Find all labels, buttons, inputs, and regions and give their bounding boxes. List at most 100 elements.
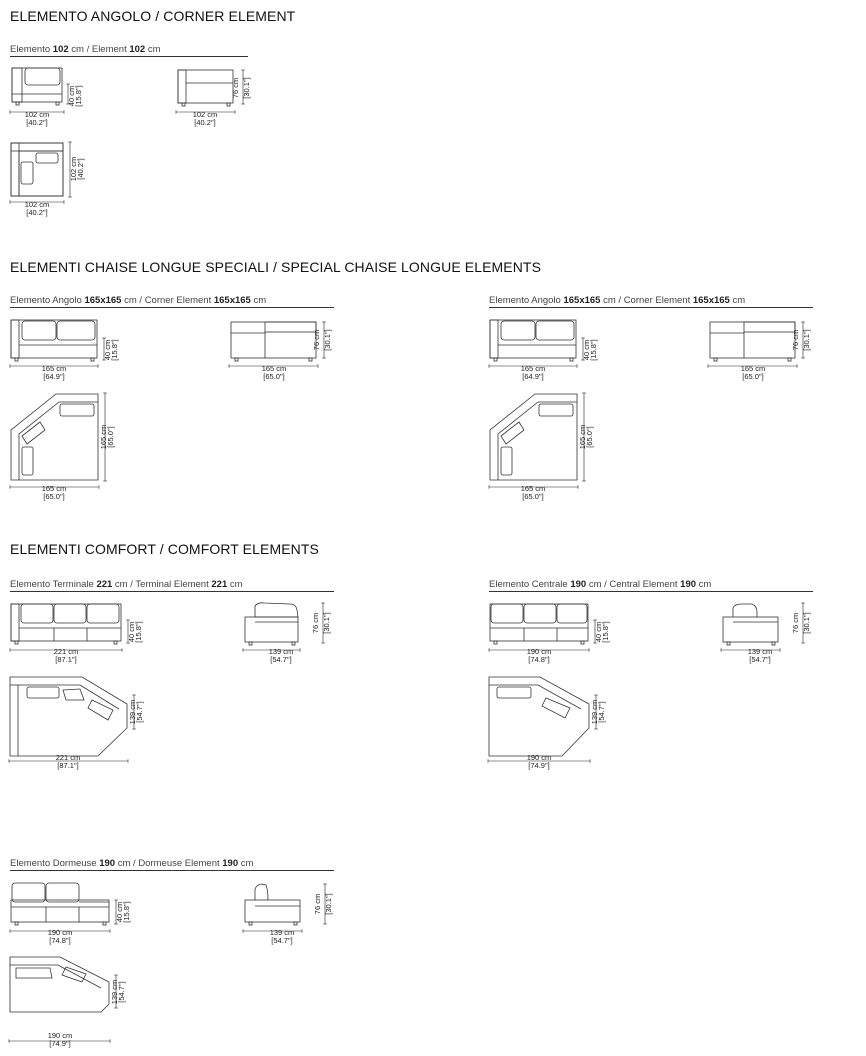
dim-label: 165 cm [42,364,67,373]
dim-label: [30.1"] [324,893,333,914]
corner-front-view [11,67,63,106]
dim-label: [74.8"] [49,936,70,945]
dim-label: 102 cm [25,110,50,119]
dim-label: [40.2"] [194,118,215,127]
dim-label: 76 cm [791,613,800,633]
dim-label: 165 cm [521,364,546,373]
dim-label: [15.8"] [122,901,131,922]
central-side-view [722,603,779,646]
dim-label: [54.7"] [597,701,606,722]
dim-label: 40 cm [103,340,112,360]
caption-chaise-right: Elemento Angolo 165x165 cm / Corner Elem… [489,295,813,308]
dim-label: 165 cm [741,364,766,373]
dim-label: 139 cm [270,928,295,937]
dim-label: 76 cm [311,613,320,633]
dim-label: [74.9"] [49,1039,70,1048]
dim-label: [74.8"] [528,655,549,664]
terminal-side-view [244,602,299,646]
caption-dormeuse-element: Elemento Dormeuse 190 cm / Dormeuse Elem… [10,858,334,871]
dim-label: [15.8"] [134,621,143,642]
dim-label: 139 cm [590,700,599,725]
dim-label: [40.2"] [76,158,85,179]
section-title-corner: ELEMENTO ANGOLO / CORNER ELEMENT [10,8,296,24]
dim-label: [54.7"] [271,936,292,945]
chaise-right-plan-view [489,393,578,481]
dim-label: 76 cm [791,330,800,350]
dim-label: [65.0"] [263,372,284,381]
dim-label: 165 cm [262,364,287,373]
dormeuse-plan-view [9,956,110,1013]
dim-label: 40 cm [594,622,603,642]
dim-label: 102 cm [25,200,50,209]
dim-label: 221 cm [56,753,81,762]
central-plan-view [488,676,590,757]
dim-label: [54.7"] [135,701,144,722]
chaise-left-side-view [230,321,317,362]
dim-label: [30.1"] [242,77,251,98]
dim-label: [15.8"] [601,621,610,642]
dim-label: [40.2"] [26,208,47,217]
terminal-front-view [10,603,122,645]
dim-label: 139 cm [269,647,294,656]
dim-label: 40 cm [582,340,591,360]
dormeuse-front-view [10,882,110,926]
dim-label: 102 cm [193,110,218,119]
dim-label: [15.8"] [110,339,119,360]
dim-label: [30.1"] [802,612,811,633]
corner-plan-view [10,142,64,197]
dim-label: 190 cm [527,753,552,762]
central-front-view [489,603,589,645]
dim-label: 165 cm [578,425,587,450]
dim-label: [65.0"] [43,492,64,501]
dim-label: [30.1"] [322,612,331,633]
dormeuse-side-view [244,883,301,926]
dim-label: [15.8"] [589,339,598,360]
dim-label: [30.1"] [323,329,332,350]
dim-label: [54.7"] [270,655,291,664]
dim-label: 102 cm [69,157,78,182]
dim-label: [54.7"] [749,655,770,664]
dim-label: 40 cm [127,622,136,642]
dim-label: [54.7"] [117,981,126,1002]
chaise-right-side-view [709,321,796,362]
dim-label: [30.1"] [802,329,811,350]
dim-label: 76 cm [231,78,240,98]
dim-label: 40 cm [67,86,76,106]
dim-label: [15.8"] [74,85,83,106]
dim-label: 139 cm [110,980,119,1005]
dim-label: [87.1"] [55,655,76,664]
dim-label: 76 cm [313,894,322,914]
dim-label: 40 cm [115,902,124,922]
terminal-plan-view [9,676,128,757]
dim-label: [64.9"] [43,372,64,381]
dim-label: 221 cm [54,647,79,656]
dim-label: 190 cm [527,647,552,656]
section-title-comfort: ELEMENTI COMFORT / COMFORT ELEMENTS [10,541,319,557]
dim-label: 165 cm [99,425,108,450]
chaise-left-front-view [10,319,98,362]
dim-label: [65.0"] [585,426,594,447]
dim-label: 165 cm [42,484,67,493]
dim-label: [65.0"] [742,372,763,381]
corner-side-view [177,69,234,107]
dim-label: 165 cm [521,484,546,493]
dim-label: 139 cm [128,700,137,725]
dim-label: [74.9"] [528,761,549,770]
caption-chaise-left: Elemento Angolo 165x165 cm / Corner Elem… [10,295,334,308]
dim-label: 190 cm [48,928,73,937]
caption-corner-element: Elemento 102 cm / Element 102 cm [10,44,248,57]
dim-label: 190 cm [48,1031,73,1040]
caption-terminal-element: Elemento Terminale 221 cm / Terminal Ele… [10,579,334,592]
section-title-chaise: ELEMENTI CHAISE LONGUE SPECIALI / SPECIA… [10,259,542,275]
caption-central-element: Elemento Centrale 190 cm / Central Eleme… [489,579,813,592]
chaise-left-plan-view [10,393,99,481]
dim-label: [64.9"] [522,372,543,381]
dim-label: [40.2"] [26,118,47,127]
chaise-right-front-view [489,319,577,362]
dim-label: [65.0"] [106,426,115,447]
dim-label: 139 cm [748,647,773,656]
dim-label: 76 cm [312,330,321,350]
dim-label: [65.0"] [522,492,543,501]
dim-label: [87.1"] [57,761,78,770]
